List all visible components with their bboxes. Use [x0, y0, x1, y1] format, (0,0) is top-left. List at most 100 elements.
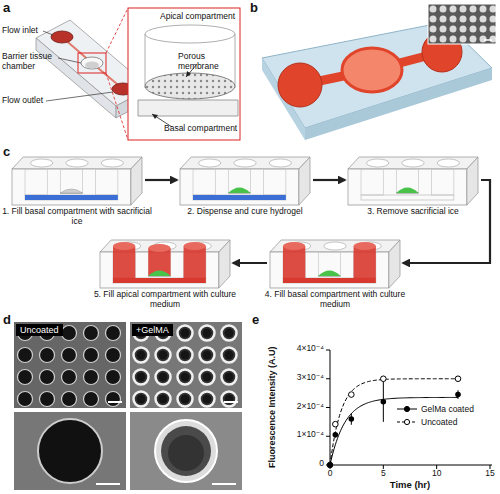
device-illustration — [62, 37, 123, 89]
legend-text: GelMa coated — [421, 404, 474, 414]
uncoated-curve — [330, 379, 458, 465]
step-illustration — [348, 157, 478, 205]
process-step: 1. Fill basal compartment with sacrifici… — [12, 155, 142, 205]
chamber-inset — [145, 73, 235, 99]
tick-label: 15 — [478, 469, 500, 479]
step-caption: 1. Fill basal compartment with sacrifici… — [2, 207, 152, 227]
zoom-callout — [106, 8, 128, 53]
step-illustration — [12, 157, 142, 205]
legend-sample — [396, 404, 418, 414]
chart-series — [327, 376, 461, 468]
scale-bar — [224, 401, 238, 403]
data-point — [333, 421, 339, 427]
panel-letter: d — [3, 313, 11, 328]
chart-axis — [326, 350, 492, 469]
step-illustration — [193, 195, 286, 200]
sem-inset — [484, 39, 492, 41]
step-illustration — [113, 278, 206, 283]
axis-title: Fluorescence Intensity (A.U) — [267, 337, 277, 477]
chart-axis — [326, 378, 330, 379]
step-caption: 3. Remove sacrificial ice — [338, 207, 488, 217]
chamber-inset — [138, 100, 238, 116]
sem-inset — [428, 4, 496, 44]
chart-axis — [330, 465, 492, 466]
chart-axis — [326, 436, 330, 437]
step-illustration — [100, 240, 230, 288]
tick-label: 4×10⁻⁴ — [283, 344, 324, 354]
flow-arrow — [233, 262, 267, 264]
flow-arrow — [145, 179, 177, 181]
step-illustration — [25, 195, 118, 200]
legend-marker — [404, 406, 409, 411]
sem-image — [14, 322, 242, 490]
image-label: +GelMA — [136, 325, 169, 335]
sem-image — [38, 419, 102, 483]
flow-arrow — [403, 180, 490, 263]
tick-label: 5 — [373, 469, 393, 479]
part-name: Apical compartment — [160, 12, 240, 22]
process-step: 3. Remove sacrificial ice — [348, 155, 478, 205]
step-caption: 4. Fill basal compartment with culture m… — [260, 290, 410, 310]
device-illustration — [51, 31, 73, 43]
process-step: 5. Fill apical compartment with culture … — [100, 238, 230, 288]
step-illustration — [283, 246, 305, 278]
part-name: Basal compartment — [164, 124, 240, 134]
step-illustration — [283, 242, 305, 250]
step-illustration — [184, 242, 206, 250]
panel-letter: a — [3, 1, 10, 16]
tick-label: 0 — [283, 459, 324, 469]
data-point — [327, 462, 333, 468]
leader-line — [43, 31, 53, 35]
step-illustration — [113, 246, 135, 278]
axis-title: Time (hr) — [370, 480, 450, 491]
zoom-callout — [106, 73, 128, 140]
legend-entry: GelMa coated — [396, 402, 474, 415]
chamber-inset — [145, 25, 235, 43]
step-illustration — [318, 271, 340, 277]
sem-inset — [428, 4, 496, 44]
sem-image — [130, 322, 242, 408]
leader-line — [46, 92, 113, 101]
step-illustration — [148, 248, 170, 276]
sem-image — [130, 412, 242, 490]
legend-text: Uncoated — [421, 417, 457, 427]
device-illustration — [85, 62, 99, 69]
step-illustration — [354, 246, 376, 278]
step-caption: 5. Fill apical compartment with culture … — [90, 290, 240, 310]
panel-letter: b — [250, 1, 258, 16]
zoom-callout — [128, 8, 240, 140]
device-photo — [430, 110, 470, 118]
sem-image — [161, 426, 211, 476]
chamber-inset — [145, 34, 146, 88]
sem-image — [168, 435, 204, 471]
zoom-callout — [78, 53, 106, 73]
leader-line — [43, 31, 113, 101]
device-photo — [278, 63, 322, 107]
step-illustration — [12, 157, 142, 205]
step-illustration — [228, 188, 250, 194]
image-tag: +GelMA — [132, 324, 173, 336]
process-step: 4. Fill basal compartment with culture m… — [270, 238, 400, 288]
data-point — [381, 376, 387, 382]
step-illustration — [354, 242, 376, 250]
legend-sample — [396, 417, 418, 427]
step-illustration — [270, 240, 400, 288]
data-point — [455, 376, 461, 382]
chart-axis — [326, 407, 330, 408]
step-illustration — [60, 189, 82, 193]
step-illustration — [100, 240, 230, 288]
step-illustration — [270, 240, 400, 288]
legend: GelMa coatedUncoated — [396, 402, 474, 428]
step-illustration — [113, 242, 135, 250]
chamber-inset — [152, 114, 158, 119]
data-point — [333, 432, 339, 438]
tick-label: 2×10⁻⁴ — [283, 402, 324, 412]
device-illustration — [81, 57, 103, 69]
process-step: 2. Dispense and cure hydrogel — [180, 155, 310, 205]
part-name: Flow outlet — [2, 96, 52, 106]
chamber-inset — [186, 71, 191, 77]
tick-label: 0 — [320, 469, 340, 479]
chamber-inset — [138, 25, 238, 127]
